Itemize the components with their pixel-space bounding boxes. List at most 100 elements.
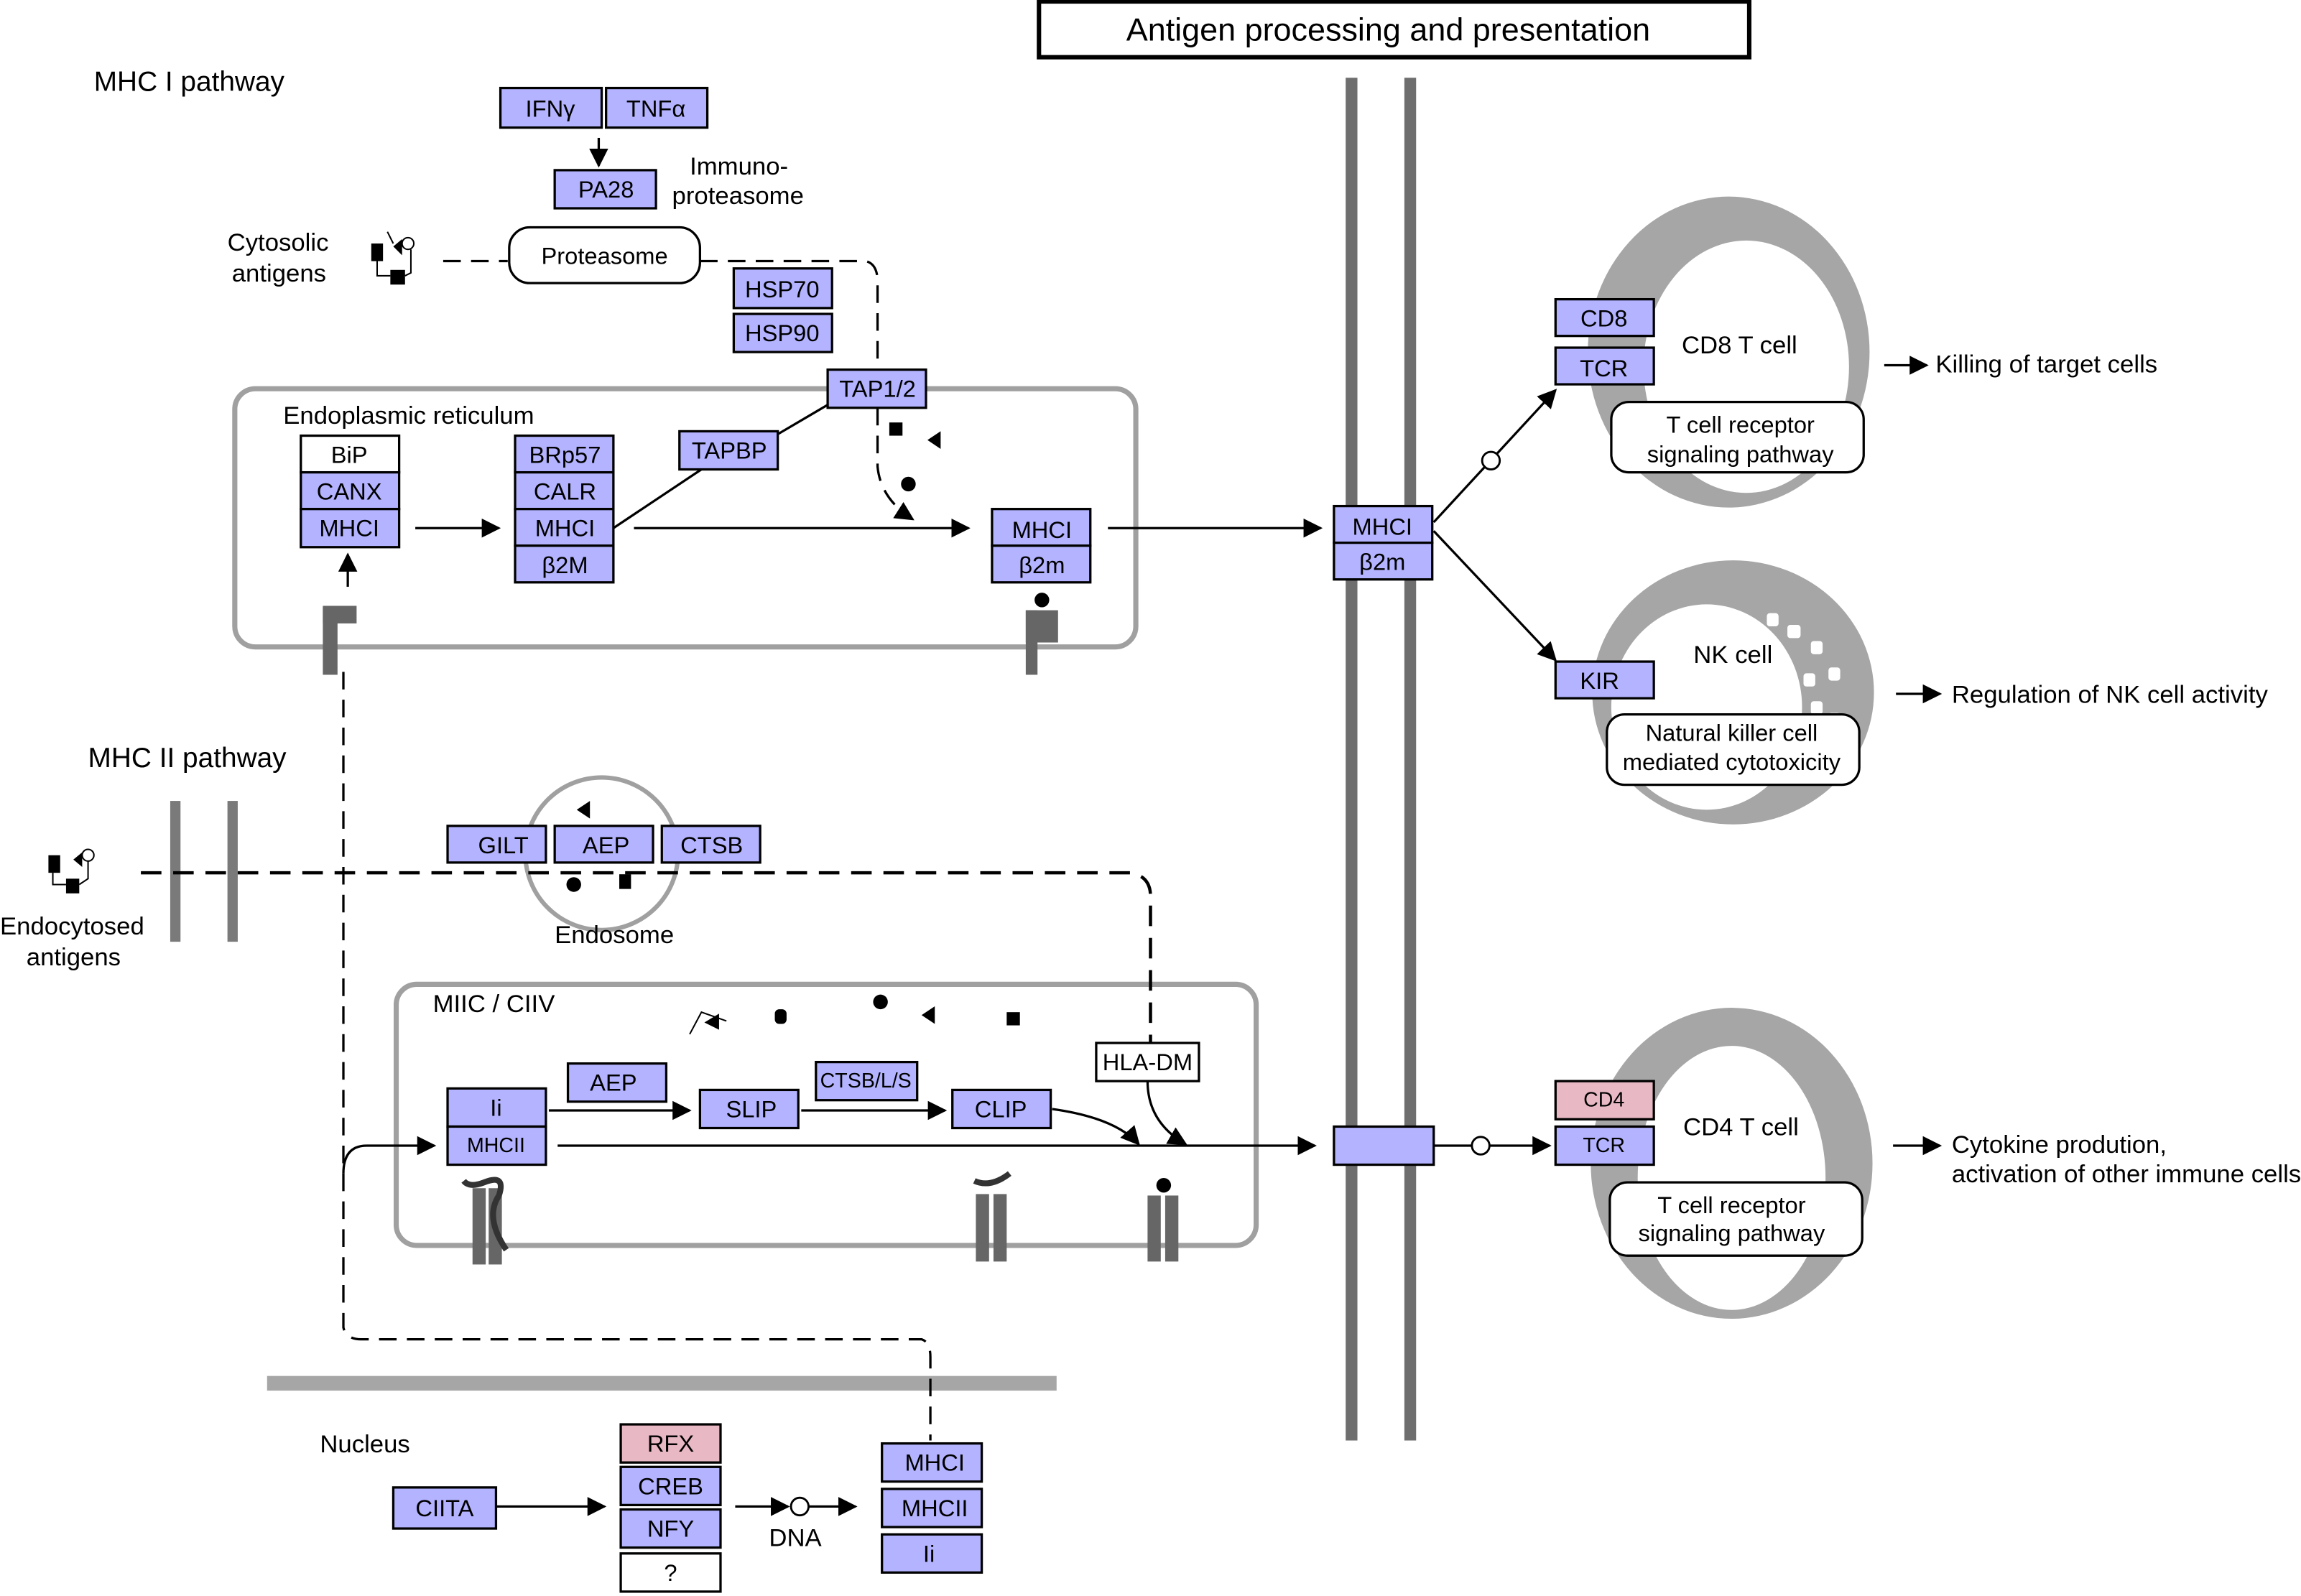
gene-ctsb-endosome[interactable]: CTSB: [660, 825, 761, 864]
gene-gilt[interactable]: GILT: [446, 825, 547, 864]
dna-label: DNA: [769, 1525, 822, 1552]
nk-cell-label: NK cell: [1693, 641, 1772, 669]
svg-text:MHCI: MHCI: [535, 515, 595, 542]
cd8-cell-label: CD8 T cell: [1682, 332, 1797, 359]
antigen-icon-endocytosed: [48, 848, 95, 894]
endocytosed-antigens-label-2: antigens: [27, 944, 121, 971]
cd8-outcome-label: Killing of target cells: [1935, 351, 2157, 379]
gene-bip[interactable]: BiP: [300, 434, 401, 474]
gene-hsp90[interactable]: HSP90: [732, 312, 833, 353]
title-box: Antigen processing and presentation: [1037, 0, 1751, 60]
svg-text:Natural killer cell: Natural killer cell: [1646, 719, 1818, 746]
gene-tcr-cd4[interactable]: TCR: [1554, 1125, 1655, 1166]
gene-mhci-er3[interactable]: MHCI: [991, 508, 1092, 547]
svg-text:MHCII: MHCII: [902, 1495, 968, 1521]
gene-aep-endosome[interactable]: AEP: [553, 825, 654, 864]
gene-brp57[interactable]: BRp57: [514, 434, 615, 474]
gene-tapbp[interactable]: TAPBP: [678, 430, 779, 471]
svg-text:CD8: CD8: [1580, 305, 1627, 332]
gene-aep-miic[interactable]: AEP: [566, 1062, 668, 1103]
gene-ifng[interactable]: IFNγ: [499, 86, 603, 129]
gene-calr[interactable]: CALR: [514, 470, 615, 511]
gene-mhcii-nucleus[interactable]: MHCII: [881, 1488, 983, 1528]
immunoproteasome-label-2: proteasome: [672, 182, 804, 210]
mhc-class2-glyph-clip: [973, 1171, 1011, 1262]
gene-b2m-er2[interactable]: β2M: [514, 544, 615, 584]
svg-text:mediated cytotoxicity: mediated cytotoxicity: [1623, 748, 1841, 775]
immunoproteasome-label-1: Immuno-: [690, 153, 788, 180]
svg-text:Ii: Ii: [490, 1094, 501, 1121]
svg-text:MHCI: MHCI: [1353, 514, 1412, 540]
plasma-membrane: [1346, 78, 1417, 1441]
gene-ii-nucleus[interactable]: Ii: [881, 1533, 983, 1574]
nk-cell: NK cell Natural killer cell mediated cyt…: [1554, 560, 1874, 825]
cd4-cell-label: CD4 T cell: [1683, 1114, 1799, 1141]
tcr-signaling-pathway-cd4[interactable]: T cell receptor signaling pathway: [1608, 1181, 1864, 1257]
endosome-label: Endosome: [555, 922, 674, 949]
svg-text:CTSB: CTSB: [680, 832, 743, 858]
svg-text:MHCI: MHCI: [1012, 516, 1072, 543]
edge-into-miic: [342, 1136, 437, 1174]
nk-cytotoxicity-pathway[interactable]: Natural killer cell mediated cytotoxicit…: [1606, 713, 1861, 787]
svg-text:CALR: CALR: [534, 478, 596, 505]
gene-ii-miic[interactable]: Ii: [446, 1087, 547, 1128]
gene-b2m-er3[interactable]: β2m: [991, 544, 1092, 584]
edge-mhci-to-kir: [1432, 530, 1557, 662]
edge-hla-dm-to-exchange: [1146, 1081, 1187, 1146]
er-label: Endoplasmic reticulum: [283, 402, 534, 430]
gene-pa28[interactable]: PA28: [553, 169, 657, 210]
svg-text:CANX: CANX: [317, 478, 382, 505]
cytosolic-antigens-label-1: Cytosolic: [228, 229, 329, 256]
miic-compartment: [393, 981, 1259, 1248]
cd4-outcome-label-2: activation of other immune cells: [1952, 1161, 2301, 1188]
svg-text:MHCI: MHCI: [319, 515, 379, 542]
gene-cd8[interactable]: CD8: [1554, 297, 1655, 338]
gene-tnfa[interactable]: TNFα: [605, 86, 709, 129]
edge-endocytosis-path: [141, 871, 1152, 1044]
gene-mhci-nucleus[interactable]: MHCI: [881, 1442, 983, 1483]
gene-nfy[interactable]: NFY: [619, 1508, 722, 1549]
dna-node: [790, 1496, 810, 1517]
gene-unknown[interactable]: ?: [619, 1552, 722, 1593]
gene-slip[interactable]: SLIP: [698, 1088, 800, 1130]
svg-text:BiP: BiP: [331, 442, 368, 468]
gene-mhci-er1[interactable]: MHCI: [300, 508, 401, 549]
miic-peptides: [689, 994, 1020, 1035]
nuclear-membrane: [267, 1375, 1057, 1391]
svg-text:signaling pathway: signaling pathway: [1647, 440, 1834, 467]
gene-tap1-2[interactable]: TAP1/2: [826, 368, 927, 409]
gene-clip[interactable]: CLIP: [951, 1088, 1052, 1130]
svg-text:HSP90: HSP90: [745, 320, 820, 346]
svg-text:Ii: Ii: [923, 1540, 935, 1567]
er-stack-2: BRp57 CALR MHCI β2M: [514, 434, 615, 584]
gene-mhci-er2[interactable]: MHCI: [514, 508, 615, 547]
gene-kir[interactable]: KIR: [1554, 660, 1655, 700]
gene-ctsb-l-s[interactable]: CTSB/L/S: [815, 1060, 919, 1102]
gene-rfx[interactable]: RFX: [619, 1423, 722, 1464]
gene-creb[interactable]: CREB: [619, 1465, 722, 1507]
gene-mhci-surface[interactable]: MHCI: [1333, 504, 1434, 544]
gene-mhcii-miic[interactable]: MHCII: [446, 1125, 547, 1166]
gene-ciita[interactable]: CIITA: [392, 1486, 498, 1530]
cd4-outcome-label-1: Cytokine prodution,: [1952, 1131, 2167, 1159]
svg-text:CD4: CD4: [1583, 1089, 1624, 1112]
tcr-signaling-pathway-cd8[interactable]: T cell receptor signaling pathway: [1610, 400, 1865, 474]
gene-mhcii-surface[interactable]: [1333, 1125, 1435, 1166]
gene-hsp70[interactable]: HSP70: [732, 267, 833, 310]
edge-complex-tapbp: [612, 468, 703, 529]
svg-text:GILT: GILT: [478, 832, 529, 858]
gene-hla-dm[interactable]: HLA-DM: [1095, 1041, 1200, 1082]
svg-text:β2m: β2m: [1359, 549, 1405, 575]
er-stack-3: MHCI β2m: [991, 508, 1092, 584]
gene-cd4[interactable]: CD4: [1554, 1080, 1655, 1121]
svg-text:HLA-DM: HLA-DM: [1103, 1049, 1193, 1075]
nucleus-label: Nucleus: [320, 1431, 409, 1458]
gene-b2m-surface[interactable]: β2m: [1333, 542, 1434, 581]
svg-text:MHCII: MHCII: [467, 1134, 525, 1157]
gene-canx[interactable]: CANX: [300, 470, 401, 511]
edge-nucleus-feedback: [342, 672, 932, 1441]
proteasome-node[interactable]: Proteasome: [508, 226, 702, 284]
gene-tcr-cd8[interactable]: TCR: [1554, 346, 1655, 386]
binding-circle-mhci-tcr: [1481, 450, 1501, 470]
